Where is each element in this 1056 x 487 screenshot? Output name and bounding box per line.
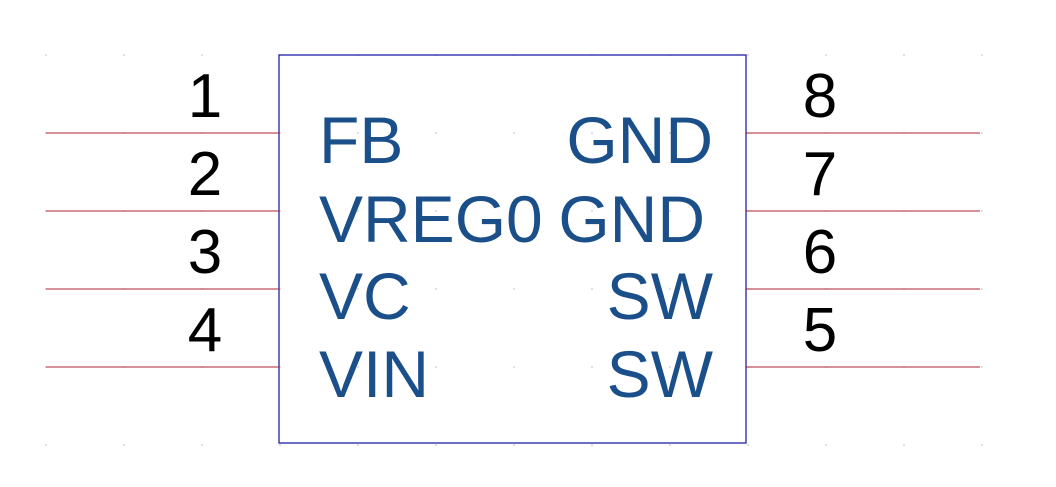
grid-dot: [513, 444, 515, 446]
grid-dot: [903, 54, 905, 56]
pin-leads: [46, 132, 980, 368]
grid-dot: [981, 210, 983, 212]
grid-dot: [669, 366, 671, 368]
grid-dot: [669, 288, 671, 290]
grid-dot: [357, 210, 359, 212]
grid-dot: [981, 54, 983, 56]
pin-number-6: 6: [803, 218, 837, 287]
pin-number-5: 5: [803, 296, 837, 365]
grid-dot: [981, 444, 983, 446]
grid-dot: [513, 288, 515, 290]
pin-name-gnd-7: GND: [558, 182, 705, 256]
pin-number-1: 1: [188, 62, 222, 131]
grid-dot: [825, 54, 827, 56]
grid-dot: [45, 444, 47, 446]
grid-dot: [513, 366, 515, 368]
grid-dot: [591, 210, 593, 212]
grid-dot: [435, 444, 437, 446]
grid-dot: [591, 444, 593, 446]
grid-dot: [435, 366, 437, 368]
grid-dot: [45, 54, 47, 56]
grid-dot: [357, 288, 359, 290]
grid-dot: [123, 444, 125, 446]
grid-dot: [201, 54, 203, 56]
grid-dot: [669, 444, 671, 446]
grid-dot: [357, 132, 359, 134]
component-body: [278, 54, 747, 444]
grid-dot: [357, 444, 359, 446]
grid-dot: [747, 54, 749, 56]
pin-name-gnd-8: GND: [566, 103, 713, 177]
pin-name-vreg0: VREG0: [319, 182, 543, 256]
grid-dot: [279, 444, 281, 446]
grid-dot: [123, 54, 125, 56]
grid-dot: [201, 444, 203, 446]
grid-dot: [747, 444, 749, 446]
pin-number-7: 7: [803, 140, 837, 209]
pin-number-8: 8: [803, 62, 837, 131]
pin-number-4: 4: [188, 296, 222, 365]
grid-dot: [981, 132, 983, 134]
grid-dot: [903, 444, 905, 446]
pin-number-2: 2: [188, 140, 222, 209]
pin-number-3: 3: [188, 218, 222, 287]
grid-dot: [669, 132, 671, 134]
grid-dot: [591, 366, 593, 368]
grid-dot: [435, 288, 437, 290]
grid-dot: [513, 210, 515, 212]
grid-dot: [591, 288, 593, 290]
pin-name-vin: VIN: [319, 337, 429, 411]
grid-dot: [513, 132, 515, 134]
grid-dot: [435, 132, 437, 134]
grid-dot: [981, 288, 983, 290]
pin-name-sw-5: SW: [607, 337, 714, 411]
pin-name-vc: VC: [319, 259, 411, 333]
pin-name-fb: FB: [319, 103, 403, 177]
grid-dot: [981, 366, 983, 368]
grid-dot: [591, 132, 593, 134]
grid-dot: [825, 444, 827, 446]
grid-dot: [435, 210, 437, 212]
grid-dot: [669, 210, 671, 212]
grid-dot: [357, 366, 359, 368]
pin-name-sw-6: SW: [607, 259, 714, 333]
